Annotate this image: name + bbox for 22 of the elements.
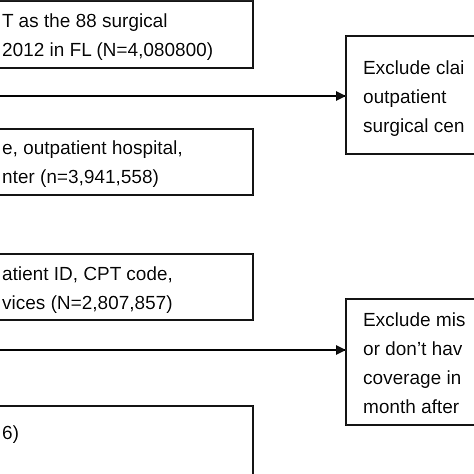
process-box [0, 253, 254, 321]
process-box [345, 298, 474, 426]
process-box [0, 0, 254, 69]
box-text: month after [363, 396, 460, 420]
box-text: coverage in [363, 367, 462, 391]
box-text: vices (N=2,807,857) [2, 292, 173, 316]
box-text: Exclude clai [363, 57, 464, 81]
arrow [0, 345, 346, 355]
box-text: or don’t hav [363, 338, 462, 362]
process-box [0, 128, 254, 196]
box-text: surgical cen [363, 115, 464, 139]
box-text: T as the 88 surgical [2, 10, 168, 34]
process-box [345, 35, 474, 155]
box-text: atient ID, CPT code, [2, 263, 173, 287]
box-text: nter (n=3,941,558) [2, 166, 159, 190]
process-box [0, 405, 254, 474]
box-text: 2012 in FL (N=4,080800) [2, 39, 214, 63]
box-text: outpatient [363, 86, 446, 110]
box-text: Exclude mis [363, 309, 466, 333]
arrow [0, 91, 346, 101]
box-text: e, outpatient hospital, [2, 137, 183, 161]
box-text: 6) [2, 422, 19, 446]
